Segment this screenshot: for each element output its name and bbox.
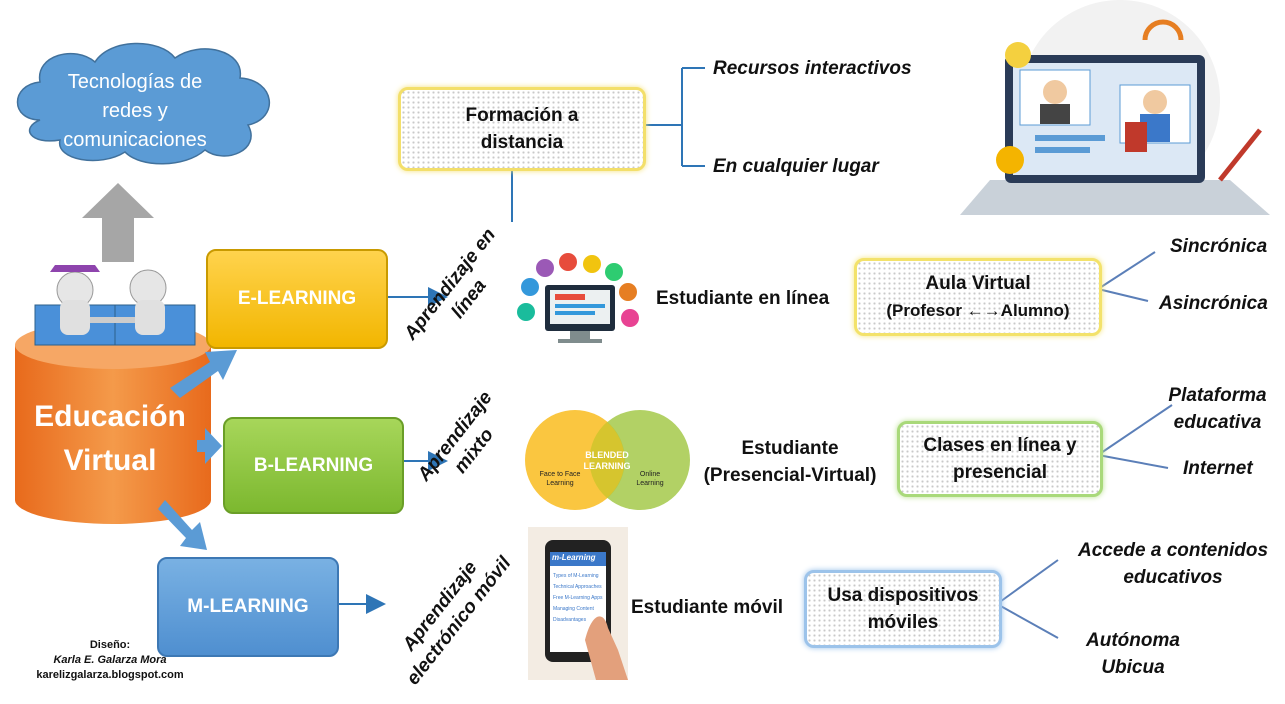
arrow-to-mlearning [158,500,207,550]
educacion-virtual-label: Educación Virtual [20,395,200,483]
fan-lines-b [1097,404,1173,469]
blended-left-1: Face to Face [539,471,581,478]
blended-center-1: BLENDED [585,450,629,460]
elearning-box: E-LEARNING [206,249,388,349]
people-figures-icon [34,265,196,346]
clases-line-2: presencial [953,462,1047,483]
estudiante-en-linea: Estudiante en línea [656,288,830,309]
autonoma-line-1: Autónoma [1086,630,1180,651]
formacion-bracket [640,67,705,167]
accede-line-1: Accede a contenidos [1077,540,1269,561]
dispositivos-box: Usa dispositivos móviles [804,570,1002,648]
blended-left-2: Learning [546,480,574,487]
plataforma-line-2: educativa [1173,412,1262,433]
formacion-branch-1: Recursos interactivos [713,58,912,79]
center-line-1: Educación [34,400,186,433]
accede-line-2: educativos [1123,567,1223,588]
formacion-line-2: distancia [480,132,564,153]
asincronica-label: Asincrónica [1159,293,1268,314]
phone-item-3: Free M-Learning Apps [553,595,603,601]
elearning-label: E-LEARNING [237,288,357,309]
diagram-canvas [15,0,1270,680]
blended-center-label: BLENDED LEARNING [577,450,637,472]
blearning-box: B-LEARNING [223,417,404,514]
mobile-phone-icon [528,527,628,680]
estudiante-movil: Estudiante móvil [631,597,784,618]
plataforma-line-1: Plataforma [1168,385,1267,406]
elearning-computer-illustration [960,0,1270,215]
estudiante-mixto-line-1: Estudiante [741,438,839,459]
phone-menu: Types of M-Learning Technical Approaches… [553,571,605,626]
online-learning-icon [517,253,639,343]
arrow-to-blearning [197,428,222,464]
fan-lines-m [996,559,1059,639]
blended-right-1: Online [639,471,661,478]
credit-line-3: karelizgalarza.blogspot.com [36,669,184,681]
blended-learning-venn [525,410,690,510]
mlearning-box: M-LEARNING [157,557,339,657]
arrow-to-elearning [170,350,237,398]
cloud-line-2: redes y [102,100,168,122]
accede-label: Accede a contenidos educativos [1068,537,1278,591]
blended-center-2: LEARNING [583,461,631,471]
clases-line-1: Clases en línea y [923,435,1077,456]
dispositivos-line-2: móviles [867,612,939,633]
fan-lines-e [1097,251,1156,302]
cloud-line-1: Tecnologías de [67,71,203,93]
phone-item-4: Managing Content [553,606,594,612]
cloud-shape [16,42,271,165]
blearning-label: B-LEARNING [253,454,374,476]
credit-line-1: Diseño: [89,639,131,651]
phone-item-2: Technical Approaches [553,584,602,590]
cloud-label: Tecnologías de redes y comunicaciones [40,68,230,155]
estudiante-mixto-line-2: (Presencial-Virtual) [703,465,877,486]
center-line-2: Virtual [63,444,157,477]
aula-line-2: (Profesor ←→Alumno) [886,301,1070,320]
cloud-line-3: comunicaciones [63,129,207,151]
clases-box: Clases en línea y presencial [897,421,1103,497]
up-arrow [82,183,154,262]
phone-item-1: Types of M-Learning [553,573,599,579]
estudiante-mixto: Estudiante (Presencial-Virtual) [695,435,885,489]
aula-line-1: Aula Virtual [925,273,1031,294]
phone-item-5: Disadvantages [553,617,587,623]
blended-right-2: Learning [636,480,664,487]
design-credit: Diseño: Karla E. Galarza Mora karelizgal… [10,638,210,683]
dispositivos-line-1: Usa dispositivos [827,585,979,606]
blended-left-label: Face to Face Learning [530,470,590,488]
blended-right-label: Online Learning [625,470,675,488]
autonoma-label: Autónoma Ubicua [1078,627,1188,681]
plataforma-label: Plataforma educativa [1160,382,1275,436]
formacion-box: Formación a distancia [398,87,646,171]
formacion-line-1: Formación a [465,105,579,126]
formacion-branch-2: En cualquier lugar [713,156,879,177]
internet-label: Internet [1183,458,1253,479]
credit-line-2: Karla E. Galarza Mora [53,654,167,666]
autonoma-line-2: Ubicua [1101,657,1165,678]
phone-title: m-Learning [552,553,596,562]
sincronica-label: Sincrónica [1170,236,1268,257]
mlearning-label: M-LEARNING [187,596,309,617]
aula-virtual-box: Aula Virtual (Profesor ←→Alumno) [854,258,1102,336]
